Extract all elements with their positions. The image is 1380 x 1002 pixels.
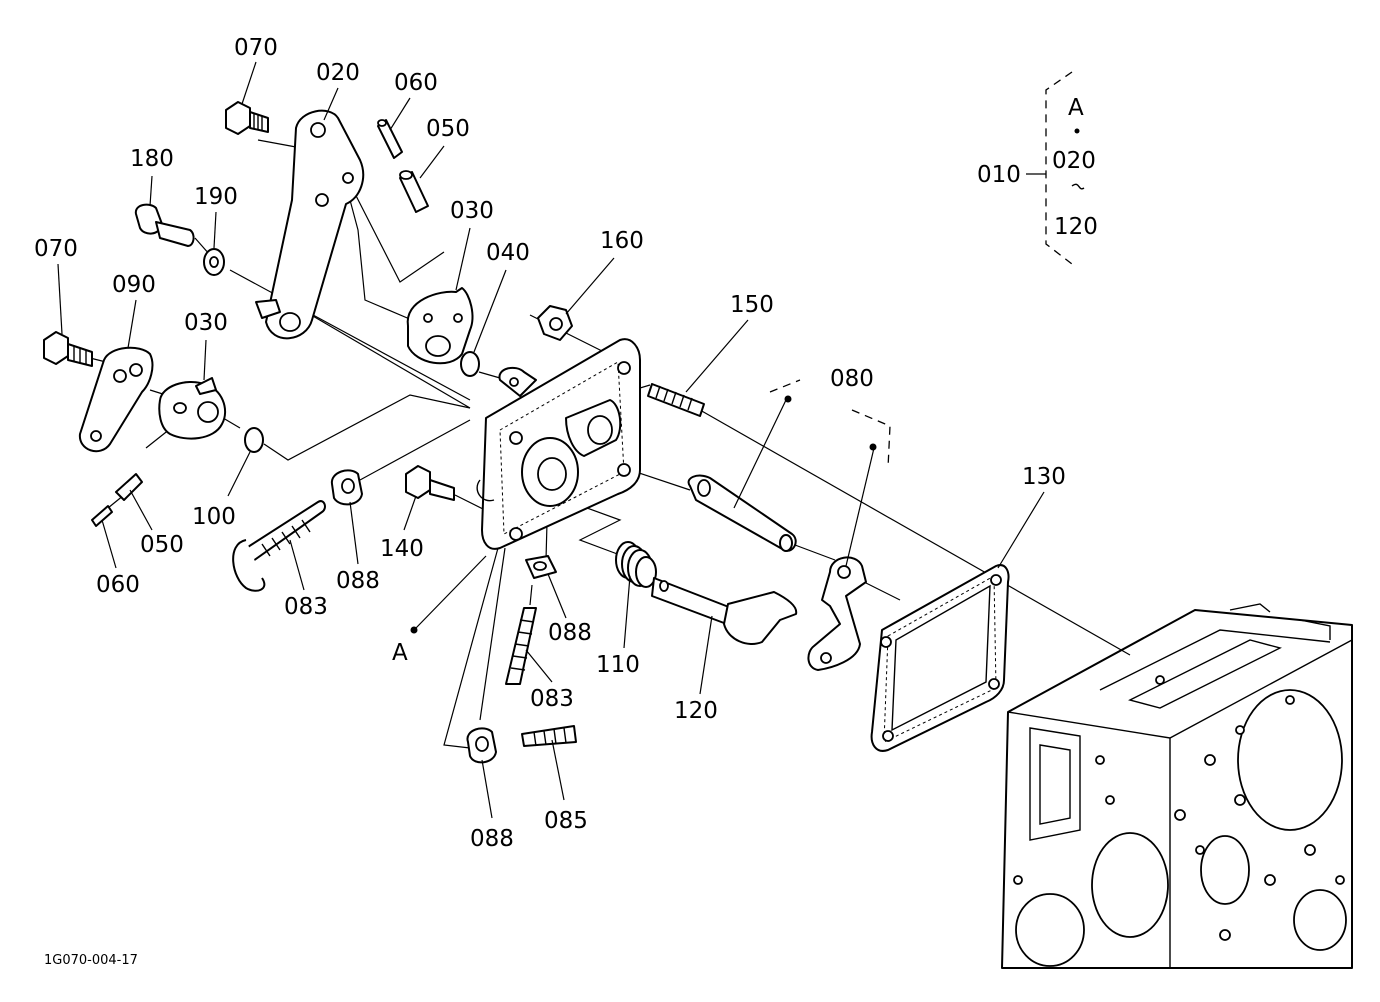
- callout-050-upper: 050: [426, 116, 470, 142]
- stud-150: [647, 383, 705, 417]
- spring-110: [615, 541, 657, 588]
- rod-083-left: [232, 500, 326, 592]
- callout-083-left: 083: [284, 594, 328, 620]
- callout-070-upper: 070: [234, 35, 278, 61]
- callout-030-lower: 030: [184, 310, 228, 336]
- callout-190: 190: [194, 184, 238, 210]
- callout-088-lower: 088: [470, 826, 514, 852]
- callout-060-upper: 060: [394, 70, 438, 96]
- callout-140: 140: [380, 536, 424, 562]
- engine-block: [1001, 603, 1353, 969]
- callout-060-lower: 060: [96, 572, 140, 598]
- bracket-080: [769, 379, 891, 469]
- stud-085: [521, 725, 577, 747]
- callout-070-lower: 070: [34, 236, 78, 262]
- o-ring-040: [460, 351, 480, 377]
- reference-a-label: A: [392, 640, 408, 666]
- bolt-070-lower: [43, 331, 93, 367]
- callout-080: 080: [830, 366, 874, 392]
- pin-060-upper: [377, 119, 403, 159]
- callout-085: 085: [544, 808, 588, 834]
- assembly-item-end: 120: [1054, 214, 1098, 240]
- callout-088-left: 088: [336, 568, 380, 594]
- shaft-120: [651, 577, 798, 645]
- callout-083-middle: 083: [530, 686, 574, 712]
- bolt-180: [134, 203, 195, 247]
- reference-dots: [410, 395, 877, 634]
- lever-plate-020: [255, 109, 365, 340]
- nut-160: [537, 305, 573, 341]
- callout-180: 180: [130, 146, 174, 172]
- cam-030-upper: [406, 287, 474, 365]
- callout-120: 120: [674, 698, 718, 724]
- drawing-code: 1G070-004-17: [44, 953, 138, 968]
- nut-088-middle: [525, 555, 557, 579]
- assembly-legend: 010 A 020 120: [977, 71, 1098, 265]
- callout-040: 040: [486, 240, 530, 266]
- shaft-080: [687, 474, 797, 552]
- bolt-070-upper: [225, 101, 269, 135]
- pin-060-lower: [91, 505, 113, 527]
- washer-190: [203, 248, 225, 276]
- callout-160: 160: [600, 228, 644, 254]
- o-ring-100: [244, 427, 264, 453]
- pin-050-upper: [399, 170, 429, 213]
- callout-labels: 070 020 060 050 180 190 030 040 160 070 …: [34, 35, 1066, 852]
- callout-090: 090: [112, 272, 156, 298]
- gasket-130: [870, 564, 1010, 752]
- callout-100: 100: [192, 504, 236, 530]
- rod-083-middle: [505, 607, 537, 685]
- cam-030-lower: [158, 377, 227, 440]
- bolt-140: [405, 465, 455, 501]
- pin-050-lower: [115, 473, 143, 501]
- nut-088-left: [330, 469, 363, 506]
- callout-088-middle: 088: [548, 620, 592, 646]
- callout-leaders: [57, 61, 1045, 819]
- callout-130: 130: [1022, 464, 1066, 490]
- assembly-label: 010: [977, 162, 1021, 188]
- nut-088-lower: [466, 727, 497, 764]
- lever-080: [807, 556, 867, 671]
- assembly-item-a: A: [1068, 95, 1084, 121]
- callout-020: 020: [316, 60, 360, 86]
- assembly-item-start: 020: [1052, 148, 1096, 174]
- callout-050-lower: 050: [140, 532, 184, 558]
- callout-150: 150: [730, 292, 774, 318]
- callout-110: 110: [596, 652, 640, 678]
- callout-030-upper: 030: [450, 198, 494, 224]
- governor-cover-plate: [476, 338, 641, 550]
